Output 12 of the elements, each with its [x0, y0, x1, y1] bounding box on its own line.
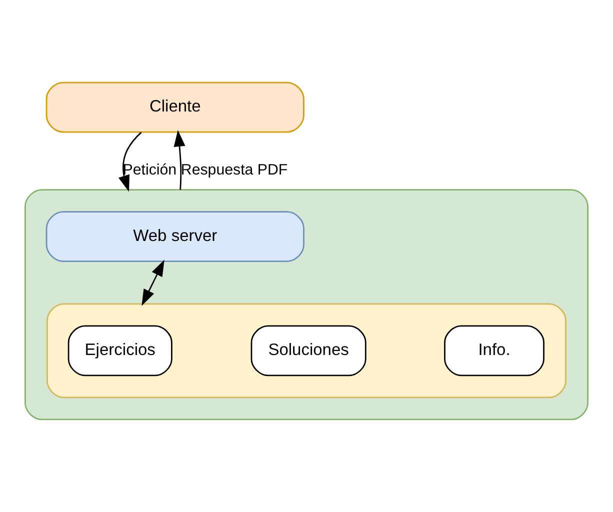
cluster: [24, 188, 588, 420]
edge-label: Petición: [122, 160, 177, 178]
node-box: Ejercicios: [68, 324, 172, 376]
node-box: Info.: [444, 324, 544, 376]
node-box: Cliente: [46, 81, 304, 132]
edge-label: Respuesta PDF: [180, 160, 288, 178]
arrow: [174, 130, 186, 190]
cluster: [46, 302, 566, 398]
node-box: Web server: [46, 210, 304, 262]
node-box: Soluciones: [250, 324, 366, 376]
arrow: [118, 131, 142, 192]
arrow: [142, 259, 164, 306]
